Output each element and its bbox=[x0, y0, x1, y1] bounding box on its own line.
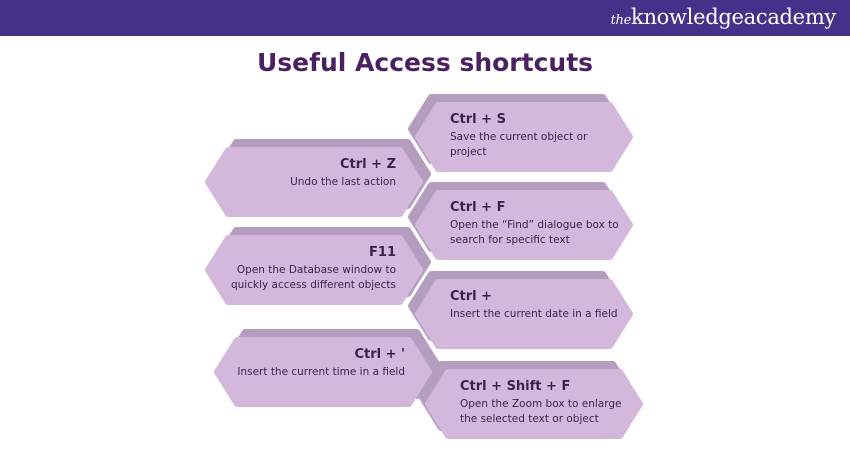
hexagon-shape bbox=[205, 227, 431, 305]
shortcut-key: Ctrl + F bbox=[450, 200, 506, 215]
shortcut-text: Ctrl + F Open the “Find” dialogue box to… bbox=[450, 200, 620, 248]
shortcut-description: Open the Zoom box to enlarge the selecte… bbox=[460, 398, 622, 425]
hexagon-shape bbox=[408, 271, 633, 349]
shortcut-card: Ctrl + ' Insert the current time in a fi… bbox=[214, 329, 440, 407]
hexagon-shape bbox=[214, 329, 440, 407]
shortcut-key: Ctrl + Shift + F bbox=[460, 379, 571, 394]
shortcut-key: F11 bbox=[369, 245, 396, 260]
shortcut-text: Ctrl + Insert the current date in a fiel… bbox=[450, 289, 620, 322]
shortcut-text: Ctrl + Z Undo the last action bbox=[206, 157, 396, 190]
shortcut-description: Insert the current time in a field bbox=[237, 366, 405, 378]
page-title: Useful Access shortcuts bbox=[256, 48, 594, 77]
shortcut-card: Ctrl + Z Undo the last action bbox=[205, 139, 431, 217]
shortcut-key: Ctrl + S bbox=[450, 112, 506, 127]
hexagon-shape bbox=[418, 361, 643, 439]
shortcut-description: Undo the last action bbox=[290, 176, 396, 188]
shortcut-key: Ctrl + ' bbox=[354, 347, 405, 362]
shortcut-card: Ctrl + F Open the “Find” dialogue box to… bbox=[408, 182, 633, 260]
shortcut-text: F11 Open the Database window to quickly … bbox=[206, 245, 396, 293]
brand-prefix: the bbox=[610, 13, 632, 28]
shortcut-text: Ctrl + S Save the current object or proj… bbox=[450, 112, 620, 160]
brand-main: knowledgeacademy bbox=[631, 5, 836, 29]
hexagon-shape bbox=[205, 139, 431, 217]
hexagon-shape bbox=[408, 182, 633, 260]
shortcut-card: Ctrl + S Save the current object or proj… bbox=[408, 94, 633, 172]
shortcut-text: Ctrl + ' Insert the current time in a fi… bbox=[215, 347, 405, 380]
shortcut-description: Open the “Find” dialogue box to search f… bbox=[450, 219, 619, 246]
shortcut-card: Ctrl + Insert the current date in a fiel… bbox=[408, 271, 633, 349]
brand-logo: theknowledgeacademy bbox=[610, 5, 837, 29]
hexagon-shape bbox=[408, 94, 633, 172]
shortcut-text: Ctrl + Shift + F Open the Zoom box to en… bbox=[460, 379, 630, 427]
shortcut-key: Ctrl + bbox=[450, 289, 493, 304]
header-bar: theknowledgeacademy bbox=[0, 0, 850, 36]
shortcut-card: Ctrl + Shift + F Open the Zoom box to en… bbox=[418, 361, 643, 439]
shortcut-description: Save the current object or project bbox=[450, 131, 588, 158]
shortcut-description: Insert the current date in a field bbox=[450, 308, 618, 320]
shortcut-description: Open the Database window to quickly acce… bbox=[230, 264, 396, 291]
shortcut-key: Ctrl + Z bbox=[340, 157, 396, 172]
shortcut-card: F11 Open the Database window to quickly … bbox=[205, 227, 431, 305]
